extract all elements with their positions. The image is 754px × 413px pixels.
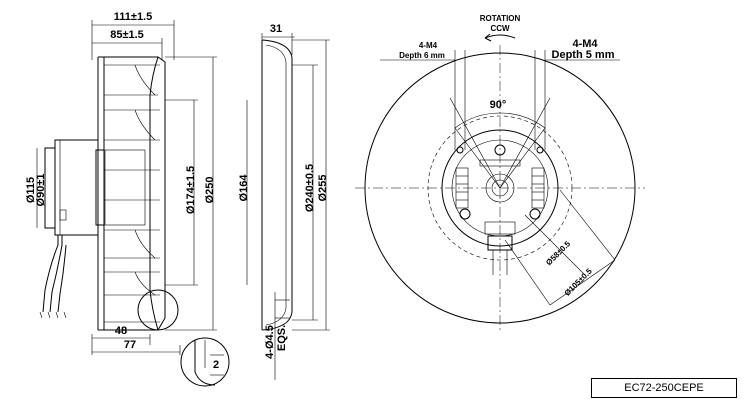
left-threads: 4-M4	[419, 41, 438, 50]
width-rotor: 85±1.5	[110, 29, 144, 41]
dia-pcd: Ø240±0.5	[304, 164, 316, 212]
front-view: ROTATION CCW 4-M4 Depth 6 mm 4-M4 Depth …	[355, 14, 645, 330]
dia-wheel: Ø250	[204, 177, 216, 204]
inlet-ring-view: Ø164 Ø240±0.5 Ø255 31 4-Ø4.5 EQS.	[238, 23, 330, 380]
dia-inner: Ø164	[238, 174, 250, 202]
right-threads-depth: Depth 5 mm	[552, 49, 615, 61]
ring-holes: 4-Ø4.5	[264, 325, 276, 359]
dia-motor-flange: Ø115	[25, 177, 37, 203]
dia-large-pcd: Ø105±0.5	[563, 266, 595, 298]
rotation-title: ROTATION	[480, 14, 521, 23]
dia-outer: Ø255	[317, 175, 329, 202]
left-threads-depth: Depth 6 mm	[399, 51, 445, 60]
motor-width: 77	[124, 339, 136, 351]
ring-depth: 31	[270, 23, 282, 35]
angle-label: 90°	[490, 99, 507, 111]
dia-mount-pcd: Ø174±1.5	[185, 166, 197, 214]
right-threads: 4-M4	[572, 38, 598, 50]
rotation-direction: CCW	[490, 24, 510, 33]
side-view: Ø115 Ø90±1 Ø174±1.5 Ø250 111±1.5 85±1.5 …	[25, 11, 230, 387]
detail-gap: 2	[213, 359, 219, 371]
dia-small-pcd: Ø58±0.5	[544, 239, 572, 267]
inlet-width: 48	[115, 325, 127, 337]
model-label: EC72-250CEPE	[591, 378, 737, 398]
ring-holes-eqs: EQS.	[276, 325, 288, 351]
dia-hub: Ø90±1	[35, 174, 47, 207]
width-overall: 111±1.5	[114, 11, 152, 23]
